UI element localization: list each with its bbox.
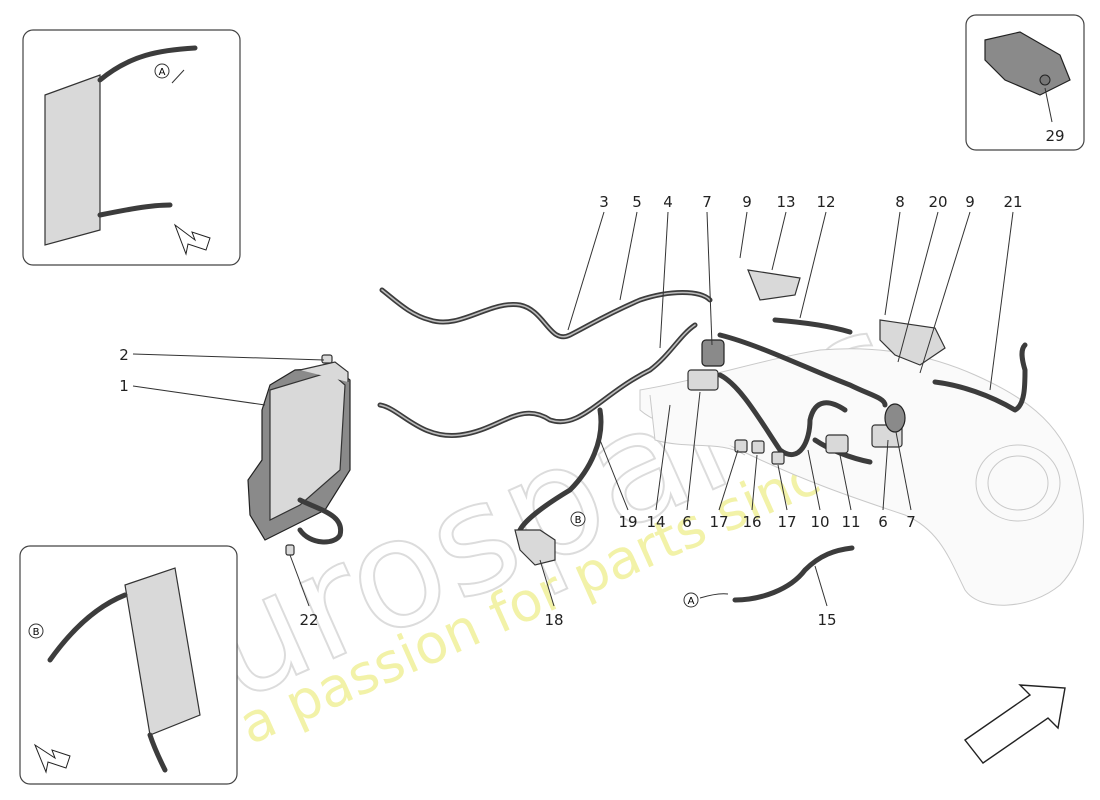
callout-13: 12 [816,193,835,211]
callout-labels: 1 2 3 5 4 7 9 13 12 8 20 9 21 19 14 6 17… [119,193,1022,629]
direction-arrow-icon [173,223,211,256]
callout-3: 3 [599,193,609,211]
inset-bracket: 29 [965,14,1085,151]
fittings: B A [285,269,946,608]
flow-marker-a-icon [683,592,699,608]
flow-marker-b-icon [570,511,586,527]
callout-19: 20 [928,193,947,211]
callout-17: 17 [709,513,728,531]
callout-29: 29 [1045,127,1064,145]
flow-marker-b-icon [28,623,44,639]
callout-21: 18 [544,611,563,629]
callout-5: 5 [632,193,642,211]
hoses [377,287,1028,603]
direction-arrow-icon [963,684,1066,764]
inset-intercooler-a: A [22,29,241,266]
callout-22: 22 [299,611,318,629]
callout-12: 15 [817,611,836,629]
callout-8: 8 [895,193,905,211]
callout-2: 2 [119,346,129,364]
flow-arrow-icon [171,69,185,84]
callout-10: 10 [810,513,829,531]
callout-6: 6 [682,513,692,531]
callout-11: 11 [841,513,860,531]
callout-4: 4 [663,193,673,211]
callout-20: 21 [1003,193,1022,211]
fuel-tank-outline [639,348,1084,606]
callout-17: 17 [777,513,796,531]
callout-18: 19 [618,513,637,531]
callout-1: 1 [119,377,129,395]
callout-15: 14 [646,513,665,531]
flow-marker-a-label: A [159,67,166,78]
callout-6: 6 [878,513,888,531]
flow-marker-a-icon [154,63,170,79]
inset-intercooler-b: B [19,545,238,785]
flow-marker-a-label: A [688,596,695,607]
callout-9: 9 [965,193,975,211]
leader-lines [132,211,1014,607]
canister [247,361,351,545]
callout-9: 9 [742,193,752,211]
direction-arrow-icon [33,743,71,774]
flow-marker-b-label: B [33,627,40,638]
callout-7: 7 [906,513,916,531]
flow-marker-b-label: B [575,515,582,526]
callout-7: 7 [702,193,712,211]
callout-16: 16 [742,513,761,531]
callout-14: 13 [776,193,795,211]
